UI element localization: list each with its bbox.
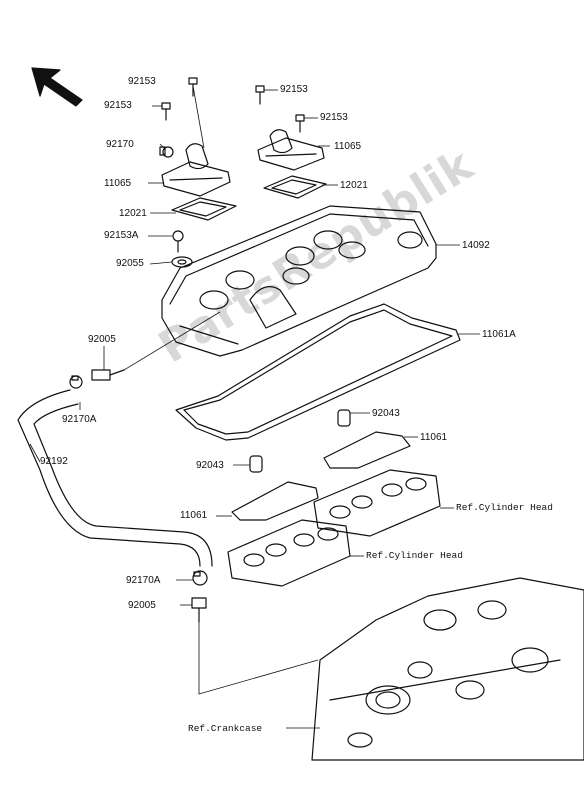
label-bolt-right: 92153 bbox=[320, 112, 348, 123]
fitting-bottom-icon bbox=[191, 597, 207, 623]
label-plate-left: 12021 bbox=[119, 208, 147, 219]
label-gasket-small-left: 11061 bbox=[180, 510, 208, 521]
label-collar-left: 92043 bbox=[196, 460, 224, 471]
plate-right-icon bbox=[263, 175, 327, 199]
crankcase-icon bbox=[311, 577, 584, 761]
label-clamp-mid: 92170A bbox=[62, 414, 97, 425]
plate-left-icon bbox=[171, 197, 237, 221]
clamp-mid-icon bbox=[69, 375, 83, 389]
gasket-icon bbox=[175, 303, 461, 441]
label-bolt-special: 92153A bbox=[104, 230, 139, 241]
label-hose: 92192 bbox=[40, 456, 68, 467]
label-gasket-small-right: 11061 bbox=[420, 432, 448, 443]
clamp-top-icon bbox=[159, 146, 174, 158]
collar-left-icon bbox=[249, 455, 263, 473]
head-cover-icon bbox=[161, 205, 437, 357]
bolt-right-icon bbox=[295, 114, 305, 133]
bolt-special-icon bbox=[172, 230, 184, 253]
hose-icon bbox=[17, 389, 213, 567]
label-fitting-top: 92005 bbox=[88, 334, 116, 345]
label-bolt-top-right: 92153 bbox=[280, 84, 308, 95]
label-head-cover: 14092 bbox=[462, 240, 490, 251]
clamp-bottom-icon bbox=[192, 570, 208, 586]
breather-cover-right-icon bbox=[257, 129, 325, 171]
grommet-icon bbox=[171, 256, 193, 268]
label-ref-crankcase: Ref.Crankcase bbox=[188, 723, 263, 734]
bolt-left-icon bbox=[161, 102, 171, 121]
label-ref-cylinder-head-left: Ref.Cylinder Head bbox=[366, 550, 463, 561]
label-grommet: 92055 bbox=[116, 258, 144, 269]
label-bolt-left: 92153 bbox=[104, 100, 132, 111]
label-bolt-top-left: 92153 bbox=[128, 76, 156, 87]
label-fitting-bottom: 92005 bbox=[128, 600, 156, 611]
label-breather-cover-right: 11065 bbox=[334, 141, 362, 152]
breather-cover-left-icon bbox=[161, 143, 231, 197]
label-collar-right: 92043 bbox=[372, 408, 400, 419]
collar-right-icon bbox=[337, 409, 351, 427]
label-gasket: 11061A bbox=[482, 329, 516, 340]
label-plate-right: 12021 bbox=[340, 180, 368, 191]
bolt-top-right-icon bbox=[255, 85, 265, 105]
direction-arrow-icon bbox=[31, 67, 83, 107]
label-clamp-top: 92170 bbox=[106, 139, 134, 150]
label-clamp-bottom: 92170A bbox=[126, 575, 161, 586]
label-ref-cylinder-head-right: Ref.Cylinder Head bbox=[456, 502, 553, 513]
label-breather-cover-left: 11065 bbox=[104, 178, 132, 189]
cylinder-head-right-icon bbox=[313, 469, 441, 537]
gasket-small-right-icon bbox=[323, 431, 411, 469]
gasket-small-left-icon bbox=[231, 481, 319, 521]
fitting-top-icon bbox=[91, 369, 125, 381]
